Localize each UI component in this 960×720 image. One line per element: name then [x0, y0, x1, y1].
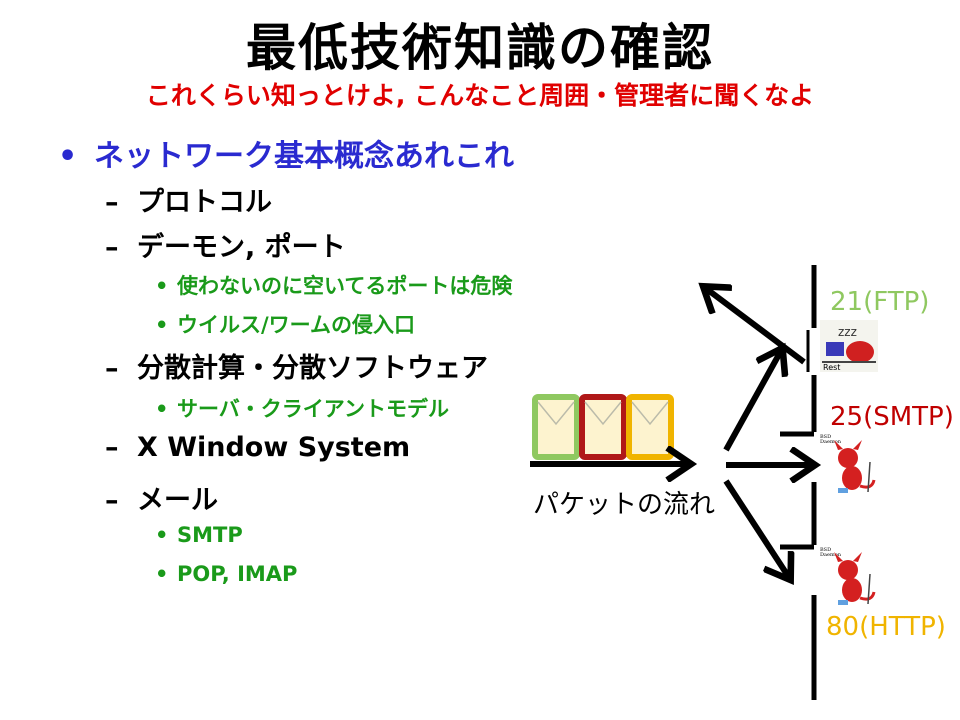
- rest-text: Rest: [823, 363, 840, 372]
- bsd-daemon-icon: BSD Daemon: [820, 547, 876, 605]
- port-label-ftp: 21(FTP): [830, 287, 930, 317]
- bsd-daemon-icon: BSD Daemon: [820, 434, 876, 493]
- daemon-shoes: [838, 600, 848, 605]
- bullet-text: POP, IMAP: [177, 562, 298, 586]
- zzz-text: zzz: [838, 325, 857, 339]
- arrow-rejected: [704, 287, 806, 365]
- bullet-marker: •: [155, 523, 169, 547]
- daemon-tail: [859, 591, 876, 601]
- bullet-text: メール: [137, 485, 218, 516]
- dash-marker: –: [105, 353, 119, 384]
- bullet-pop-imap: • POP, IMAP: [155, 562, 297, 586]
- bullet-daemon-port: –デーモン, ポート: [105, 225, 346, 264]
- envelope-flap: [537, 401, 575, 426]
- bullet-protocol: –プロトコル: [105, 180, 272, 219]
- daemon-tail: [859, 479, 876, 489]
- bullet-text: X Window System: [137, 432, 411, 463]
- bullet-xwindow: –X Window System: [105, 432, 410, 463]
- bullet-text: ウイルス/ワームの侵入口: [177, 313, 416, 337]
- bullet-text: 使わないのに空いてるポートは危険: [177, 274, 513, 298]
- bullet-marker: •: [155, 274, 169, 298]
- envelope-flap: [631, 401, 669, 426]
- port-wall: [780, 265, 817, 700]
- daemon-body: [846, 341, 874, 363]
- bullet-distributed: –分散計算・分散ソフトウェア: [105, 346, 488, 385]
- bsd-text: BSD: [820, 547, 831, 553]
- daemon-body: [842, 578, 862, 602]
- arrow-to-ftp: [723, 349, 782, 452]
- daemon-trident: [867, 461, 871, 493]
- daemon-body: [842, 466, 862, 490]
- bullet-text: サーバ・クライアントモデル: [177, 397, 449, 421]
- daemon-head: [838, 448, 858, 468]
- daemon-horns: [834, 440, 862, 450]
- slide-title: 最低技術知識の確認: [246, 19, 714, 77]
- sleeping-daemon-icon: zzz Rest: [820, 320, 878, 372]
- bullet-marker: •: [155, 562, 169, 586]
- bullet-smtp: • SMTP: [155, 523, 243, 547]
- daemon-head: [838, 560, 858, 580]
- packet-flow-label: パケットの流れ: [533, 490, 716, 520]
- daemon-horns: [834, 552, 862, 562]
- port-label-smtp: 25(SMTP): [830, 402, 954, 432]
- bullet-network: • ネットワーク基本概念あれこれ: [58, 131, 514, 175]
- dash-marker: –: [105, 187, 119, 218]
- daemon-text: Daemon: [820, 439, 842, 445]
- packet-group: [532, 394, 674, 460]
- bullet-marker: •: [155, 397, 169, 421]
- bullet-text: SMTP: [177, 523, 243, 547]
- port-label-http: 80(HTTP): [826, 612, 946, 642]
- bullet-server-client: • サーバ・クライアントモデル: [155, 393, 449, 423]
- dash-marker: –: [105, 232, 119, 263]
- daemon-trident: [867, 573, 871, 605]
- daemon-shoes: [838, 488, 848, 493]
- bed-cover: [826, 342, 844, 356]
- bullet-text: プロトコル: [137, 187, 272, 218]
- arrow-to-http: [723, 479, 790, 579]
- bullet-virus-worm: • ウイルス/ワームの侵入口: [155, 309, 415, 339]
- bullet-marker: •: [155, 313, 169, 337]
- envelope-flap: [584, 401, 622, 426]
- bullet-text: ネットワーク基本概念あれこれ: [94, 139, 514, 174]
- bullet-text: デーモン, ポート: [137, 232, 346, 263]
- bullet-mail: –メール: [105, 478, 218, 517]
- bullet-text: 分散計算・分散ソフトウェア: [137, 353, 488, 384]
- dash-marker: –: [105, 432, 119, 463]
- dash-marker: –: [105, 485, 119, 516]
- bsd-text: BSD: [820, 434, 831, 440]
- bullet-open-port-danger: • 使わないのに空いてるポートは危険: [155, 270, 512, 300]
- bullet-marker: •: [58, 139, 78, 174]
- daemon-text: Daemon: [820, 552, 842, 558]
- slide-subtitle: これくらい知っとけよ, こんなこと周囲・管理者に聞くなよ: [145, 81, 815, 110]
